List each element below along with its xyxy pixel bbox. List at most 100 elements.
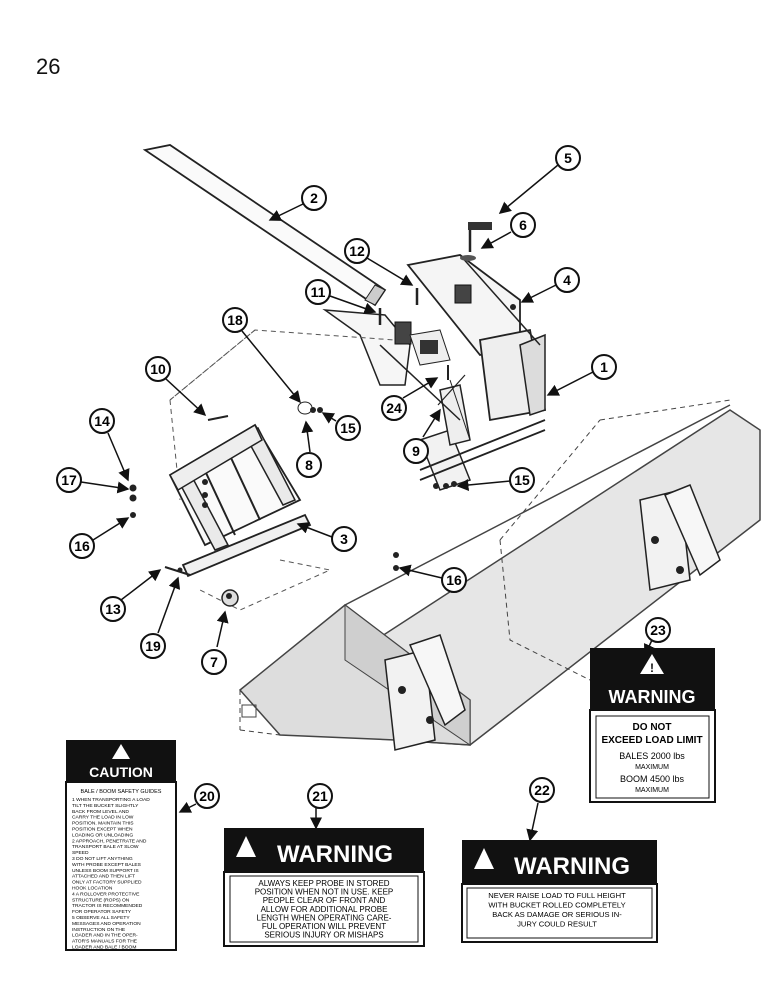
- svg-text:17: 17: [61, 472, 77, 488]
- svg-text:18: 18: [227, 312, 243, 328]
- svg-text:22: 22: [534, 782, 550, 798]
- page-number: 26: [36, 54, 61, 79]
- callout-15b: 15: [456, 467, 535, 493]
- decal-text-line: SPEED: [72, 850, 89, 856]
- decal-text-line: WITH BUCKET ROLLED COMPLETELY: [488, 901, 625, 910]
- main-frame: [406, 254, 547, 491]
- callout-23: 23: [644, 617, 671, 657]
- callout-4: 4: [520, 267, 580, 303]
- svg-text:16: 16: [74, 538, 90, 554]
- svg-text:BALES 2000 lbs: BALES 2000 lbs: [619, 751, 685, 761]
- decal-text-line: CARRY THE LOAD IN LOW: [72, 815, 134, 821]
- decal-20-caution: CAUTION BALE / BOOM SAFETY GUIDES 1 WHEN…: [65, 740, 177, 951]
- decal-text-line: NEVER RAISE LOAD TO FULL HEIGHT: [488, 891, 626, 900]
- callout-1: 1: [546, 354, 617, 396]
- callout-2: 2: [268, 185, 327, 221]
- decal-text-line: BACK AS DAMAGE OR SERIOUS IN-: [492, 910, 622, 919]
- callout-7: 7: [201, 610, 229, 675]
- probe-clamp: [322, 309, 471, 441]
- decal-text-line: LOADER AND BALE / BOOM: [72, 945, 136, 951]
- decal-text-line: INSTRUCTION ON THE: [72, 927, 126, 933]
- svg-text:21: 21: [312, 788, 328, 804]
- callout-12: 12: [344, 238, 414, 286]
- callout-9: 9: [403, 408, 441, 464]
- svg-text:8: 8: [305, 457, 313, 473]
- svg-text:2: 2: [310, 190, 318, 206]
- decal-text-line: TILT THE BUCKET SLIGHTLY: [72, 803, 139, 809]
- decal-text-line: 3 DO NOT LIFT ANYTHING: [72, 856, 133, 862]
- decal-text-line: 1 WHEN TRANSPORTING A LOAD: [72, 797, 150, 803]
- svg-text:10: 10: [150, 361, 166, 377]
- decal-text-line: BACK FROM LEVEL AND: [72, 809, 129, 815]
- decal-23-header: WARNING: [609, 687, 696, 707]
- svg-text:13: 13: [105, 601, 121, 617]
- decal-text-line: MESSAGES AND OPERATION: [72, 921, 141, 927]
- svg-text:DO NOT: DO NOT: [633, 722, 672, 733]
- svg-text:12: 12: [349, 243, 365, 259]
- svg-text:EXCEED LOAD LIMIT: EXCEED LOAD LIMIT: [601, 735, 702, 746]
- decal-text-line: ATOR'S MANUALS FOR THE: [72, 939, 138, 945]
- decal-text-line: JURY COULD RESULT: [517, 920, 597, 929]
- svg-text:11: 11: [311, 284, 326, 300]
- svg-text:24: 24: [386, 400, 402, 416]
- decal-text-line: PEOPLE CLEAR OF FRONT AND: [263, 896, 386, 905]
- svg-text:4: 4: [563, 272, 571, 288]
- decal-text-line: 2 APPROACH, PENETRATE AND: [72, 838, 147, 844]
- svg-text:MAXIMUM: MAXIMUM: [635, 787, 669, 794]
- decal-text-line: WITH PROBE EXCEPT BALES: [72, 862, 142, 868]
- callout-11: 11: [305, 279, 377, 315]
- decal-22-warning: WARNING NEVER RAISE LOAD TO FULL HEIGHTW…: [461, 840, 658, 943]
- callout-21: 21: [307, 783, 333, 830]
- decal-text-line: SERIOUS INJURY OR MISHAPS: [264, 931, 383, 940]
- decal-text-line: POSITION EXCEPT WHEN: [72, 827, 133, 833]
- callout-24: 24: [381, 377, 439, 421]
- callout-19: 19: [140, 576, 181, 659]
- callout-8: 8: [296, 420, 322, 478]
- svg-text:BALE / BOOM SAFETY GUIDES: BALE / BOOM SAFETY GUIDES: [81, 789, 162, 795]
- callout-13: 13: [100, 569, 162, 622]
- callout-3: 3: [296, 522, 357, 552]
- decal-text-line: 5 OBSERVE ALL SAFETY: [72, 915, 130, 921]
- decal-20-header: CAUTION: [89, 764, 153, 780]
- mounting-plate: [164, 423, 312, 607]
- callout-6: 6: [480, 212, 536, 249]
- decal-text-line: LOADER AND IN THE OPER-: [72, 933, 138, 939]
- callout-20: 20: [178, 783, 220, 813]
- svg-text:19: 19: [145, 638, 161, 654]
- decal-text-line: 4 A ROLLOVER PROTECTIVE: [72, 891, 140, 897]
- svg-text:15: 15: [514, 472, 530, 488]
- decal-text-line: ALWAYS KEEP PROBE IN STORED: [258, 879, 389, 888]
- svg-text:BOOM 4500 lbs: BOOM 4500 lbs: [620, 774, 685, 784]
- decal-23-load-limit: ! WARNING DO NOT EXCEED LOAD LIMIT BALES…: [589, 648, 716, 803]
- decal-text-line: FOR OPERATOR SAFETY: [72, 909, 132, 915]
- decal-text-line: HOOK LOCATION: [72, 886, 113, 892]
- decal-text-line: ALLOW FOR ADDITIONAL PROBE: [261, 905, 388, 914]
- svg-text:3: 3: [340, 531, 348, 547]
- decal-text-line: TRANSPORT BALE AT SLOW: [72, 844, 139, 850]
- callout-16a: 16: [69, 517, 130, 559]
- decal-text-line: ONLY AT FACTORY SUPPLIED: [72, 880, 142, 886]
- hardware: [129, 222, 516, 571]
- svg-text:14: 14: [94, 413, 110, 429]
- svg-text:5: 5: [564, 150, 572, 166]
- svg-text:MAXIMUM: MAXIMUM: [635, 764, 669, 771]
- callout-17: 17: [56, 467, 130, 494]
- decal-text-line: TRACTOR IS RECOMMENDED: [72, 903, 143, 909]
- svg-text:1: 1: [600, 359, 608, 375]
- decal-text-line: UNLESS BOOM SUPPORT IS: [72, 868, 139, 874]
- decal-text-line: POSITION WHEN NOT IN USE. KEEP: [255, 888, 394, 897]
- callout-14: 14: [89, 408, 130, 482]
- svg-text:16: 16: [446, 572, 462, 588]
- decal-22-header: WARNING: [514, 853, 630, 880]
- svg-text:23: 23: [650, 622, 666, 638]
- decal-text-line: STRUCTURE (ROPS) ON: [72, 897, 130, 903]
- svg-text:7: 7: [210, 654, 218, 670]
- callout-16b: 16: [398, 564, 467, 593]
- callout-18: 18: [222, 307, 301, 404]
- decal-text-line: ATTACHED AND THEN LIFT: [72, 874, 135, 880]
- decal-21-header: WARNING: [277, 841, 393, 868]
- callout-5: 5: [498, 145, 581, 214]
- callout-22: 22: [526, 777, 555, 842]
- svg-text:6: 6: [519, 217, 527, 233]
